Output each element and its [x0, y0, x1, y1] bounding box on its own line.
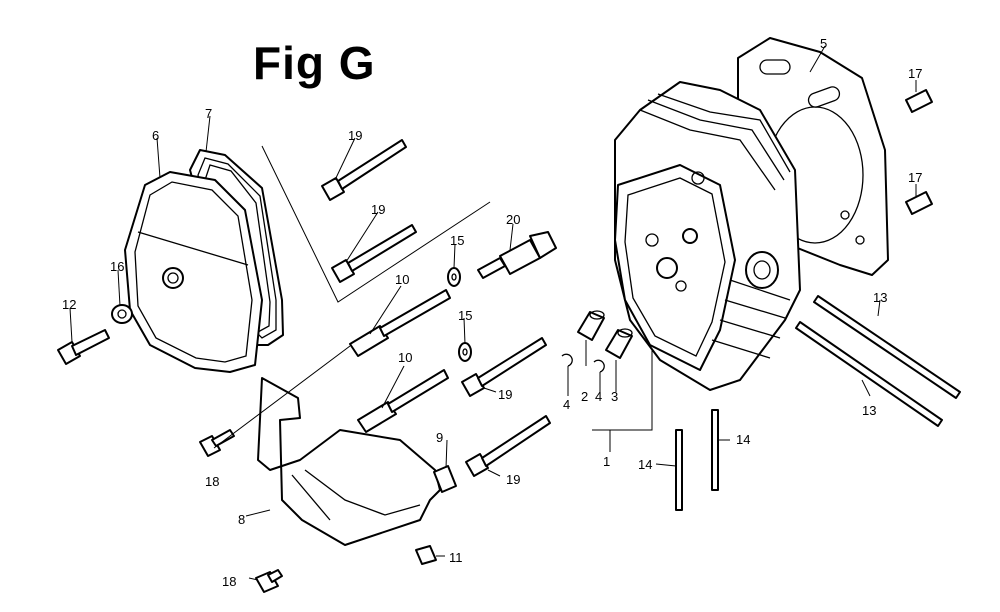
callout-11: 11: [449, 550, 463, 565]
valve-guide-3-part: [605, 328, 633, 359]
callout-10a: 10: [395, 272, 409, 287]
callout-13a: 13: [873, 290, 887, 305]
callout-18a: 18: [205, 474, 219, 489]
callout-5: 5: [820, 36, 827, 51]
callout-16: 16: [110, 259, 124, 274]
clip-4b-part: [593, 359, 605, 373]
callout-1: 1: [603, 454, 610, 469]
callout-12: 12: [62, 297, 76, 312]
long-stud-lower-part: [795, 321, 943, 427]
head-bolt-upper-part: [321, 139, 407, 201]
washer-lower-part: [458, 342, 472, 362]
callout-17a: 17: [908, 66, 922, 81]
figure-title: Fig G: [253, 37, 376, 89]
callout-20: 20: [506, 212, 520, 227]
callout-14a: 14: [638, 457, 652, 472]
washer-upper-part: [447, 267, 461, 287]
callout-6: 6: [152, 128, 159, 143]
callout-19b: 19: [371, 202, 385, 217]
callout-4b: 4: [595, 389, 602, 404]
leader-lines: [69, 45, 917, 581]
callout-19c: 19: [498, 387, 512, 402]
callout-7: 7: [205, 106, 212, 121]
callout-2: 2: [581, 389, 588, 404]
dowel-pin-upper-part: [905, 89, 933, 113]
callout-9: 9: [436, 430, 443, 445]
clamp-part: [433, 465, 457, 493]
head-bolt-middle-part: [331, 224, 417, 283]
callout-18b: 18: [222, 574, 236, 589]
callout-15a: 15: [450, 233, 464, 248]
cover-bolt-part: [57, 329, 110, 365]
callout-19a: 19: [348, 128, 362, 143]
stud-upper-part: [349, 289, 451, 357]
valve-guide-2-part: [577, 310, 605, 341]
callout-4a: 4: [563, 397, 570, 412]
cylinder-head-part: [614, 81, 801, 391]
cover-washer-part: [111, 304, 133, 324]
head-bolt-lower2-part: [465, 415, 551, 477]
long-stud-upper-part: [813, 295, 961, 399]
dowel-pin-lower-part: [905, 191, 933, 215]
bracket-bolt-11-part: [415, 545, 437, 565]
callout-19d: 19: [506, 472, 520, 487]
callout-labels: 1 2 3 4 4 5 6 7 8 9 10 10 11 12 13 13 14…: [62, 36, 922, 589]
callout-15b: 15: [458, 308, 472, 323]
bracket-part: [257, 377, 441, 546]
vertical-stud-right-part: [711, 409, 719, 491]
stud-lower-part: [357, 369, 449, 433]
callout-14b: 14: [736, 432, 750, 447]
bracket-bolt-upper-part: [199, 429, 235, 457]
vertical-stud-left-part: [675, 429, 683, 511]
callout-13b: 13: [862, 403, 876, 418]
callout-8: 8: [238, 512, 245, 527]
clip-4a-part: [561, 353, 573, 367]
callout-10b: 10: [398, 350, 412, 365]
callout-3: 3: [611, 389, 618, 404]
spark-plug-part: [477, 231, 557, 279]
head-cover-part: [124, 171, 263, 373]
group-divider-line: [261, 145, 491, 303]
callout-17b: 17: [908, 170, 922, 185]
bracket-bolt-lower-part: [255, 569, 283, 593]
